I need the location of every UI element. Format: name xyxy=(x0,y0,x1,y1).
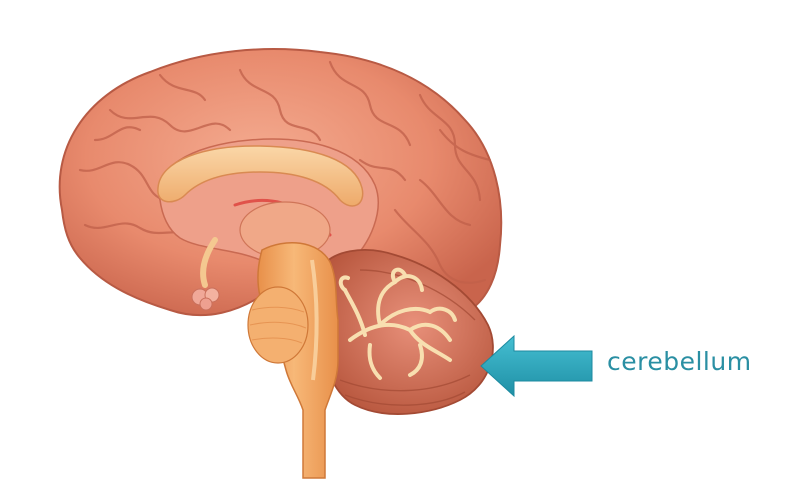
pointer-arrow xyxy=(480,334,593,398)
cerebellum-label: cerebellum xyxy=(607,347,752,376)
brainstem xyxy=(247,241,339,479)
pituitary-gland xyxy=(191,287,220,311)
arbor-vitae xyxy=(338,267,457,380)
